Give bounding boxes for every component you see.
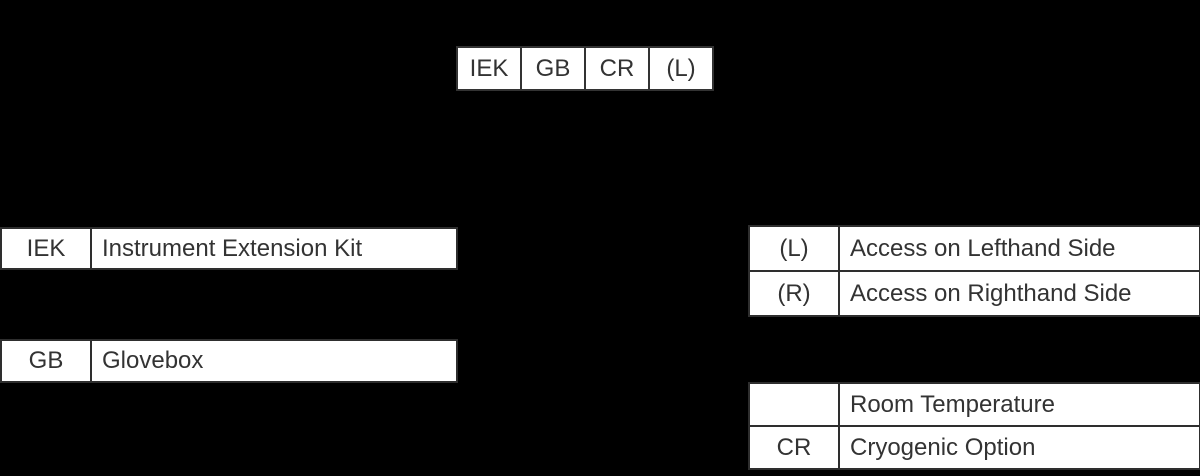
legend-table-temperature: Room Temperature CR Cryogenic Option bbox=[748, 382, 1200, 470]
legend-value-room-temperature: Room Temperature bbox=[840, 384, 1199, 425]
product-code-strip: IEK GB CR (L) bbox=[456, 46, 714, 91]
legend-key-room-temperature bbox=[750, 384, 840, 425]
legend-row-iek: IEK Instrument Extension Kit bbox=[2, 229, 456, 268]
legend-key-access-left: (L) bbox=[750, 227, 840, 270]
legend-key-iek: IEK bbox=[2, 229, 92, 268]
code-cell-cr: CR bbox=[584, 46, 650, 91]
code-cell-iek: IEK bbox=[456, 46, 522, 91]
legend-table-access-side: (L) Access on Lefthand Side (R) Access o… bbox=[748, 225, 1200, 317]
code-cell-gb: GB bbox=[520, 46, 586, 91]
legend-value-access-left: Access on Lefthand Side bbox=[840, 227, 1199, 270]
legend-value-gb: Glovebox bbox=[92, 341, 456, 381]
legend-key-gb: GB bbox=[2, 341, 92, 381]
legend-key-access-right: (R) bbox=[750, 272, 840, 315]
legend-row-room-temperature: Room Temperature bbox=[750, 384, 1199, 425]
legend-value-iek: Instrument Extension Kit bbox=[92, 229, 456, 268]
legend-value-cryogenic: Cryogenic Option bbox=[840, 427, 1199, 468]
legend-table-iek: IEK Instrument Extension Kit bbox=[0, 227, 458, 270]
legend-row-access-left: (L) Access on Lefthand Side bbox=[750, 227, 1199, 270]
code-cell-l: (L) bbox=[648, 46, 714, 91]
legend-key-cryogenic: CR bbox=[750, 427, 840, 468]
legend-row-cryogenic: CR Cryogenic Option bbox=[750, 425, 1199, 468]
legend-row-access-right: (R) Access on Righthand Side bbox=[750, 270, 1199, 315]
legend-value-access-right: Access on Righthand Side bbox=[840, 272, 1199, 315]
legend-table-gb: GB Glovebox bbox=[0, 339, 458, 383]
legend-row-gb: GB Glovebox bbox=[2, 341, 456, 381]
